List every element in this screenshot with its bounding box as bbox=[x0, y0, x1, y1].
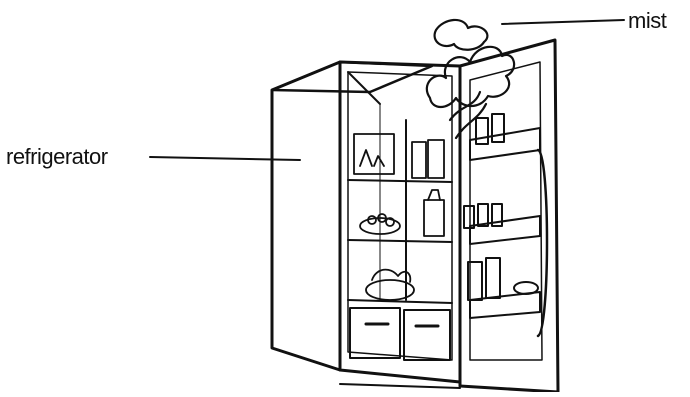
refrigerator-label: refrigerator bbox=[6, 144, 108, 170]
fridge-door bbox=[460, 40, 558, 392]
mist-leader-line bbox=[502, 20, 624, 24]
food-items bbox=[354, 134, 444, 300]
refrigerator-leader-line bbox=[150, 157, 300, 160]
fridge-body bbox=[272, 62, 460, 388]
mist-label: mist bbox=[628, 8, 666, 34]
